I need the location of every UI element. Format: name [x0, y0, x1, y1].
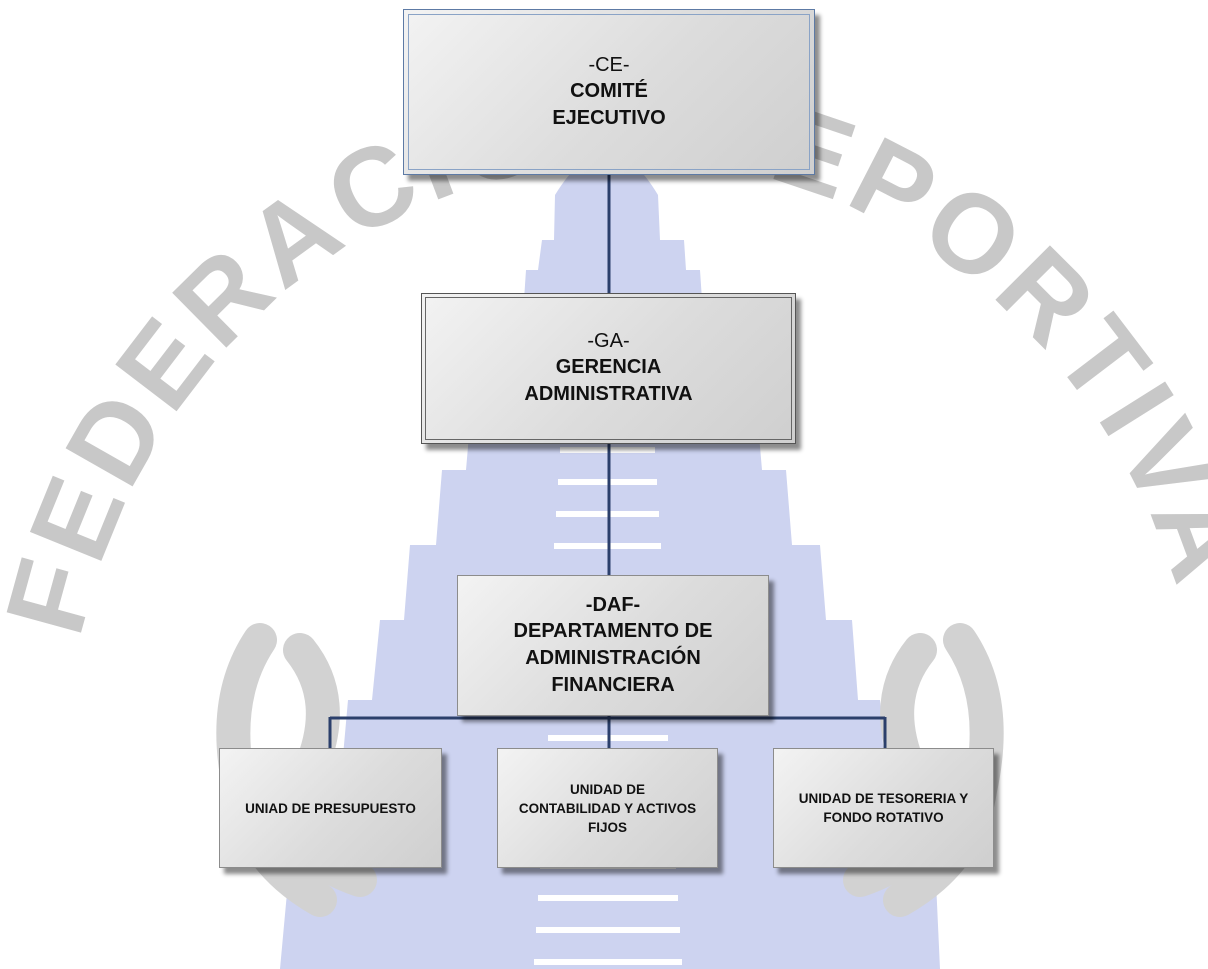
unit-label-line: FONDO ROTATIVO — [823, 810, 944, 825]
node-code: -DAF- — [585, 593, 641, 616]
node-unidad-contabilidad: UNIDAD DE CONTABILIDAD Y ACTIVOS FIJOS — [497, 748, 718, 868]
node-unidad-presupuesto: UNIAD DE PRESUPUESTO — [219, 748, 442, 868]
node-title-line: COMITÉ — [570, 79, 648, 102]
node-title-line: DEPARTAMENTO DE — [513, 619, 713, 642]
node-departamento-administracion-financiera: -DAF- DEPARTAMENTO DE ADMINISTRACIÓN FIN… — [457, 575, 769, 716]
unit-label-line: FIJOS — [587, 819, 627, 835]
node-gerencia-administrativa: -GA- GERENCIA ADMINISTRATIVA — [421, 293, 796, 444]
node-title-line: EJECUTIVO — [552, 106, 666, 129]
node-title-line: GERENCIA — [555, 356, 662, 378]
unit-label-line: UNIAD DE PRESUPUESTO — [245, 800, 416, 816]
unit-label-line: CONTABILIDAD Y ACTIVOS — [518, 800, 697, 816]
unit-label-line: UNIDAD DE TESORERIA Y — [798, 791, 969, 806]
node-title-line: ADMINISTRACIÓN — [525, 646, 701, 669]
node-code: -GA- — [587, 330, 630, 352]
unit-label-line: UNIDAD DE — [569, 781, 645, 797]
node-code: -CE- — [588, 53, 630, 76]
node-comite-ejecutivo: -CE- COMITÉ EJECUTIVO — [403, 9, 815, 175]
node-title-line: FINANCIERA — [551, 673, 675, 696]
node-unidad-tesoreria: UNIDAD DE TESORERIA Y FONDO ROTATIVO — [773, 748, 994, 868]
node-title-line: ADMINISTRATIVA — [524, 383, 693, 405]
